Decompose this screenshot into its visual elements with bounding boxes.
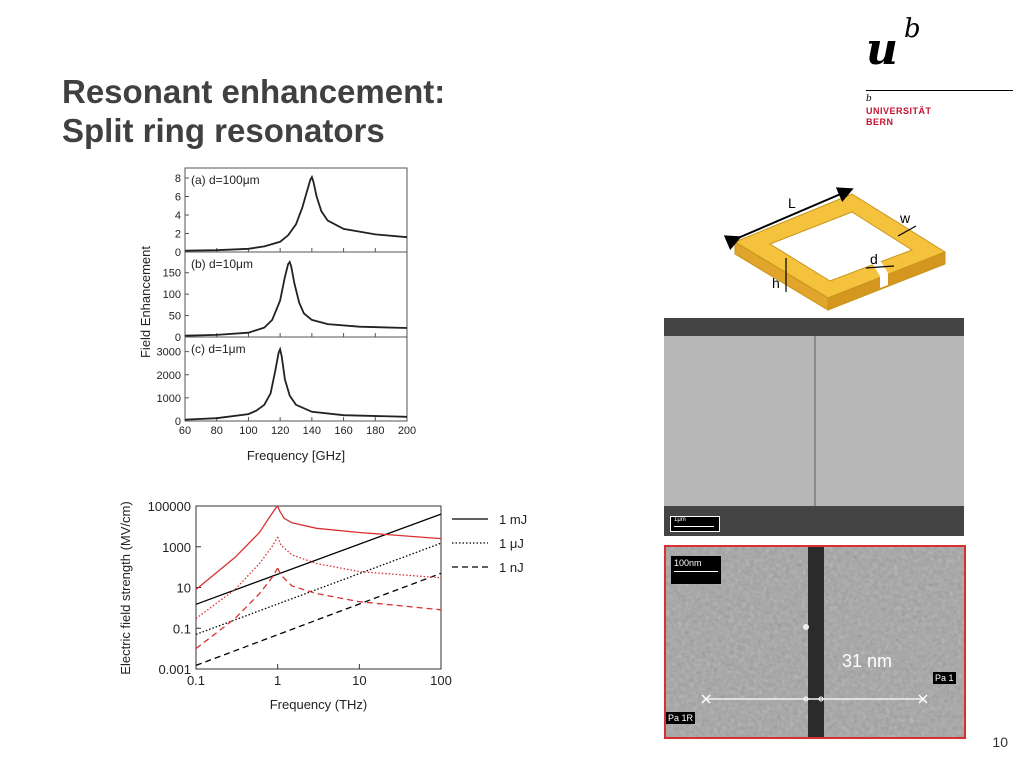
series-line bbox=[277, 505, 442, 540]
x-tick-label: 160 bbox=[334, 425, 352, 437]
label-L: L bbox=[788, 195, 796, 211]
logo-divider bbox=[866, 90, 1013, 91]
label-w: w bbox=[899, 210, 911, 226]
y-tick-label: 2 bbox=[175, 229, 181, 241]
panel-frame bbox=[184, 167, 408, 253]
y-tick-label: 0 bbox=[175, 416, 181, 428]
title-line-2: Split ring resonators bbox=[62, 112, 385, 149]
tag-pa1r: Pa 1R bbox=[666, 712, 696, 724]
slide-title: Resonant enhancement: Split ring resonat… bbox=[62, 72, 445, 150]
y-tick-label: 2000 bbox=[157, 370, 181, 382]
plot-frame bbox=[195, 505, 442, 670]
gap-width-measurement: 31 nm bbox=[842, 651, 893, 671]
logo-line-1: UNIVERSITÄT bbox=[866, 106, 932, 116]
y-tick-label: 100 bbox=[163, 289, 181, 301]
gap-arrow bbox=[865, 265, 895, 269]
logo-university-name: UNIVERSITÄT BERN bbox=[866, 106, 932, 128]
y-tick-label: 150 bbox=[163, 268, 181, 280]
page-number: 10 bbox=[992, 734, 1008, 750]
legend-label: 1 nJ bbox=[499, 560, 524, 575]
label-h: h bbox=[772, 275, 780, 291]
x-tick-label: 120 bbox=[271, 425, 289, 437]
y-tick-label: 8 bbox=[175, 173, 181, 185]
sem-scale-label-bottom: 100nm bbox=[674, 558, 702, 568]
x-tick-label: 100 bbox=[430, 673, 452, 688]
panel-frame bbox=[184, 336, 408, 422]
legend-label: 1 μJ bbox=[499, 536, 524, 551]
sem-image-closeup: 100nm 31 nm Pa 1 Pa 1R bbox=[664, 545, 966, 739]
y-axis-label: Field Enhancement bbox=[138, 246, 153, 358]
split-ring-diagram: L w d h bbox=[723, 187, 947, 311]
x-tick-label: 80 bbox=[211, 425, 223, 437]
x-axis-label: Frequency (THz) bbox=[270, 697, 368, 712]
y-tick-label: 1000 bbox=[157, 393, 181, 405]
label-d: d bbox=[870, 251, 878, 267]
y-tick-label: 1000 bbox=[162, 540, 191, 555]
y-tick-label: 0.1 bbox=[173, 621, 191, 636]
title-line-1: Resonant enhancement: bbox=[62, 73, 446, 110]
x-tick-label: 180 bbox=[366, 425, 384, 437]
y-axis-label: Electric field strength (MV/cm) bbox=[118, 501, 133, 674]
series-line bbox=[195, 536, 279, 620]
logo-letter-u: u bbox=[866, 24, 898, 75]
legend-label: 1 mJ bbox=[499, 512, 527, 527]
x-tick-label: 10 bbox=[352, 673, 366, 688]
length-arrow bbox=[723, 187, 854, 251]
enhancement-curve bbox=[184, 174, 408, 252]
ring-gap bbox=[880, 273, 888, 288]
logo-letter-b: b bbox=[904, 14, 921, 44]
x-tick-label: 60 bbox=[179, 425, 191, 437]
sem-scale-label-top: 1μm bbox=[674, 517, 686, 523]
x-axis-label: Frequency [GHz] bbox=[247, 448, 345, 463]
y-tick-label: 6 bbox=[175, 192, 181, 204]
enhancement-curve bbox=[184, 260, 408, 337]
panel-label: (c) d=1μm bbox=[191, 342, 246, 356]
logo-small-b: b bbox=[866, 94, 872, 104]
series-line bbox=[195, 572, 442, 667]
ring-top-face bbox=[733, 193, 947, 299]
series-line bbox=[277, 536, 442, 579]
x-tick-label: 140 bbox=[303, 425, 321, 437]
y-tick-label: 0 bbox=[175, 332, 181, 344]
panel-frame bbox=[184, 251, 408, 338]
y-tick-label: 10 bbox=[177, 581, 191, 596]
series-line bbox=[195, 567, 279, 650]
sem-image-overview: 1μm bbox=[664, 318, 964, 536]
y-tick-label: 3000 bbox=[157, 347, 181, 359]
panel-label: (a) d=100μm bbox=[191, 173, 260, 187]
y-tick-label: 50 bbox=[169, 311, 181, 323]
university-logo: u b b UNIVERSITÄT BERN bbox=[866, 10, 1016, 130]
x-tick-label: 100 bbox=[239, 425, 257, 437]
enhancement-curve bbox=[184, 346, 408, 421]
x-tick-label: 1 bbox=[274, 673, 281, 688]
series-line bbox=[195, 505, 279, 591]
panel-label: (b) d=10μm bbox=[191, 257, 253, 271]
series-line bbox=[195, 542, 442, 636]
tag-pa1: Pa 1 bbox=[933, 672, 956, 684]
series-line bbox=[195, 513, 442, 605]
logo-line-2: BERN bbox=[866, 117, 894, 127]
series-line bbox=[277, 567, 442, 611]
width-arrow bbox=[897, 225, 917, 237]
y-tick-label: 0.001 bbox=[158, 662, 191, 677]
sem-scale-bar-top: 1μm bbox=[670, 516, 720, 532]
y-tick-label: 4 bbox=[175, 210, 181, 222]
x-tick-label: 0.1 bbox=[187, 673, 205, 688]
sem-gap-line bbox=[814, 336, 816, 506]
y-tick-label: 0 bbox=[175, 247, 181, 259]
x-tick-label: 200 bbox=[398, 425, 416, 437]
y-tick-label: 100000 bbox=[148, 499, 191, 514]
sem-scale-bar-bottom: 100nm bbox=[671, 556, 721, 584]
